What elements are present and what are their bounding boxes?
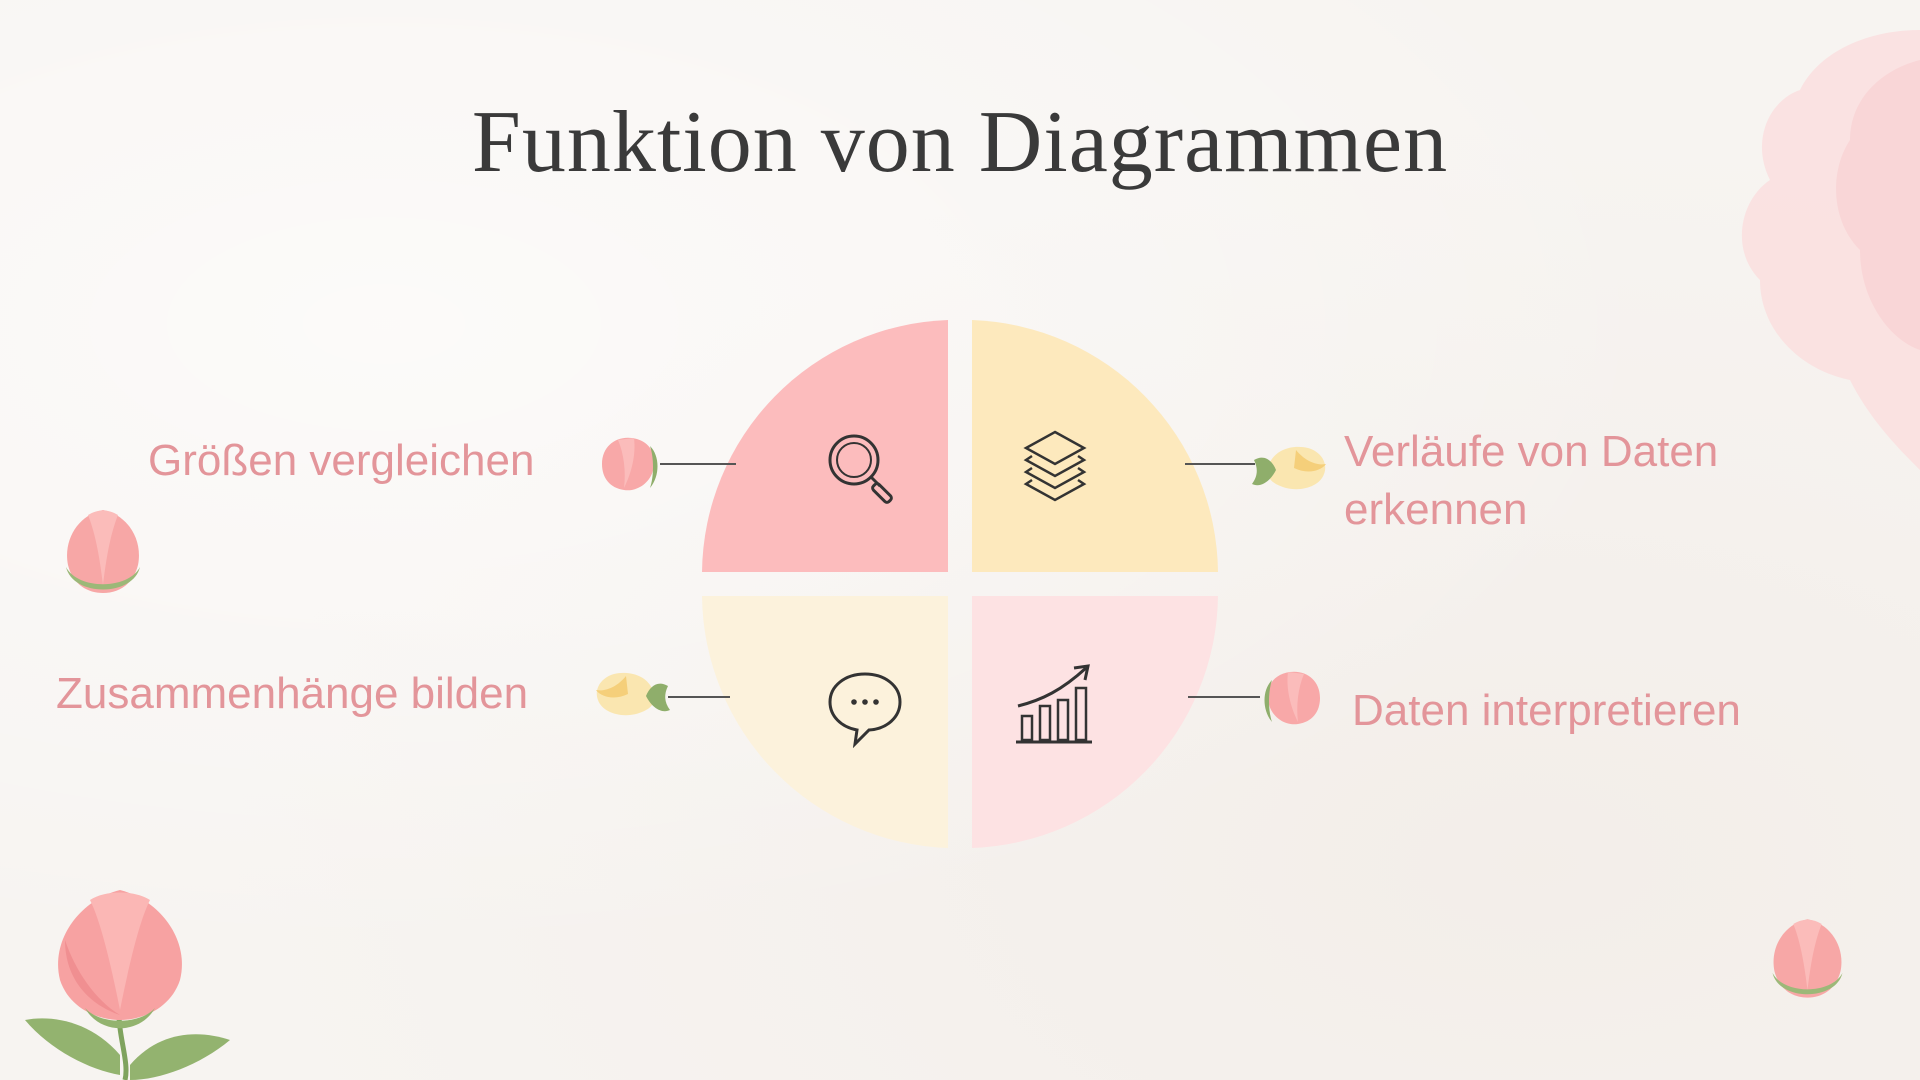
speech-bubble-icon xyxy=(828,672,902,748)
label-verlaeufe-line2: erkennen xyxy=(1344,485,1528,534)
connector-line-bottom-left xyxy=(668,696,730,698)
quadrant-top-left xyxy=(702,320,948,572)
quadrant-bottom-left xyxy=(702,596,948,848)
peony-bud-left-decoration xyxy=(66,510,140,593)
growth-chart-icon xyxy=(1016,664,1092,744)
layers-icon xyxy=(1023,430,1087,502)
connector-line-top-right xyxy=(1185,463,1255,465)
yellow-bud-icon xyxy=(1252,446,1326,490)
connector-line-bottom-right xyxy=(1188,696,1260,698)
label-verlaeufe-line1: Verläufe von Daten xyxy=(1344,427,1719,476)
tulip-bottom-left-decoration xyxy=(25,890,230,1080)
connector-line-top-left xyxy=(660,463,736,465)
yellow-bud-icon xyxy=(596,672,670,716)
label-verlaeufe-von-daten: Verläufe von Daten erkennen xyxy=(1344,423,1718,539)
quadrant-bottom-right xyxy=(972,596,1218,848)
label-zusammenhaenge-bilden: Zusammenhänge bilden xyxy=(56,669,529,718)
peony-bud-right-decoration xyxy=(1772,919,1843,998)
magnifier-icon xyxy=(828,434,893,504)
label-daten-interpretieren: Daten interpretieren xyxy=(1352,686,1741,735)
quadrant-circle-diagram xyxy=(702,320,1218,848)
faded-peony-decoration xyxy=(1741,30,1920,470)
label-groessen-vergleichen: Größen vergleichen xyxy=(148,436,535,485)
pink-bud-icon xyxy=(1264,671,1320,725)
pink-bud-icon xyxy=(602,437,658,491)
slide-title: Funktion von Diagrammen xyxy=(471,94,1449,191)
quadrant-top-right xyxy=(972,320,1218,572)
